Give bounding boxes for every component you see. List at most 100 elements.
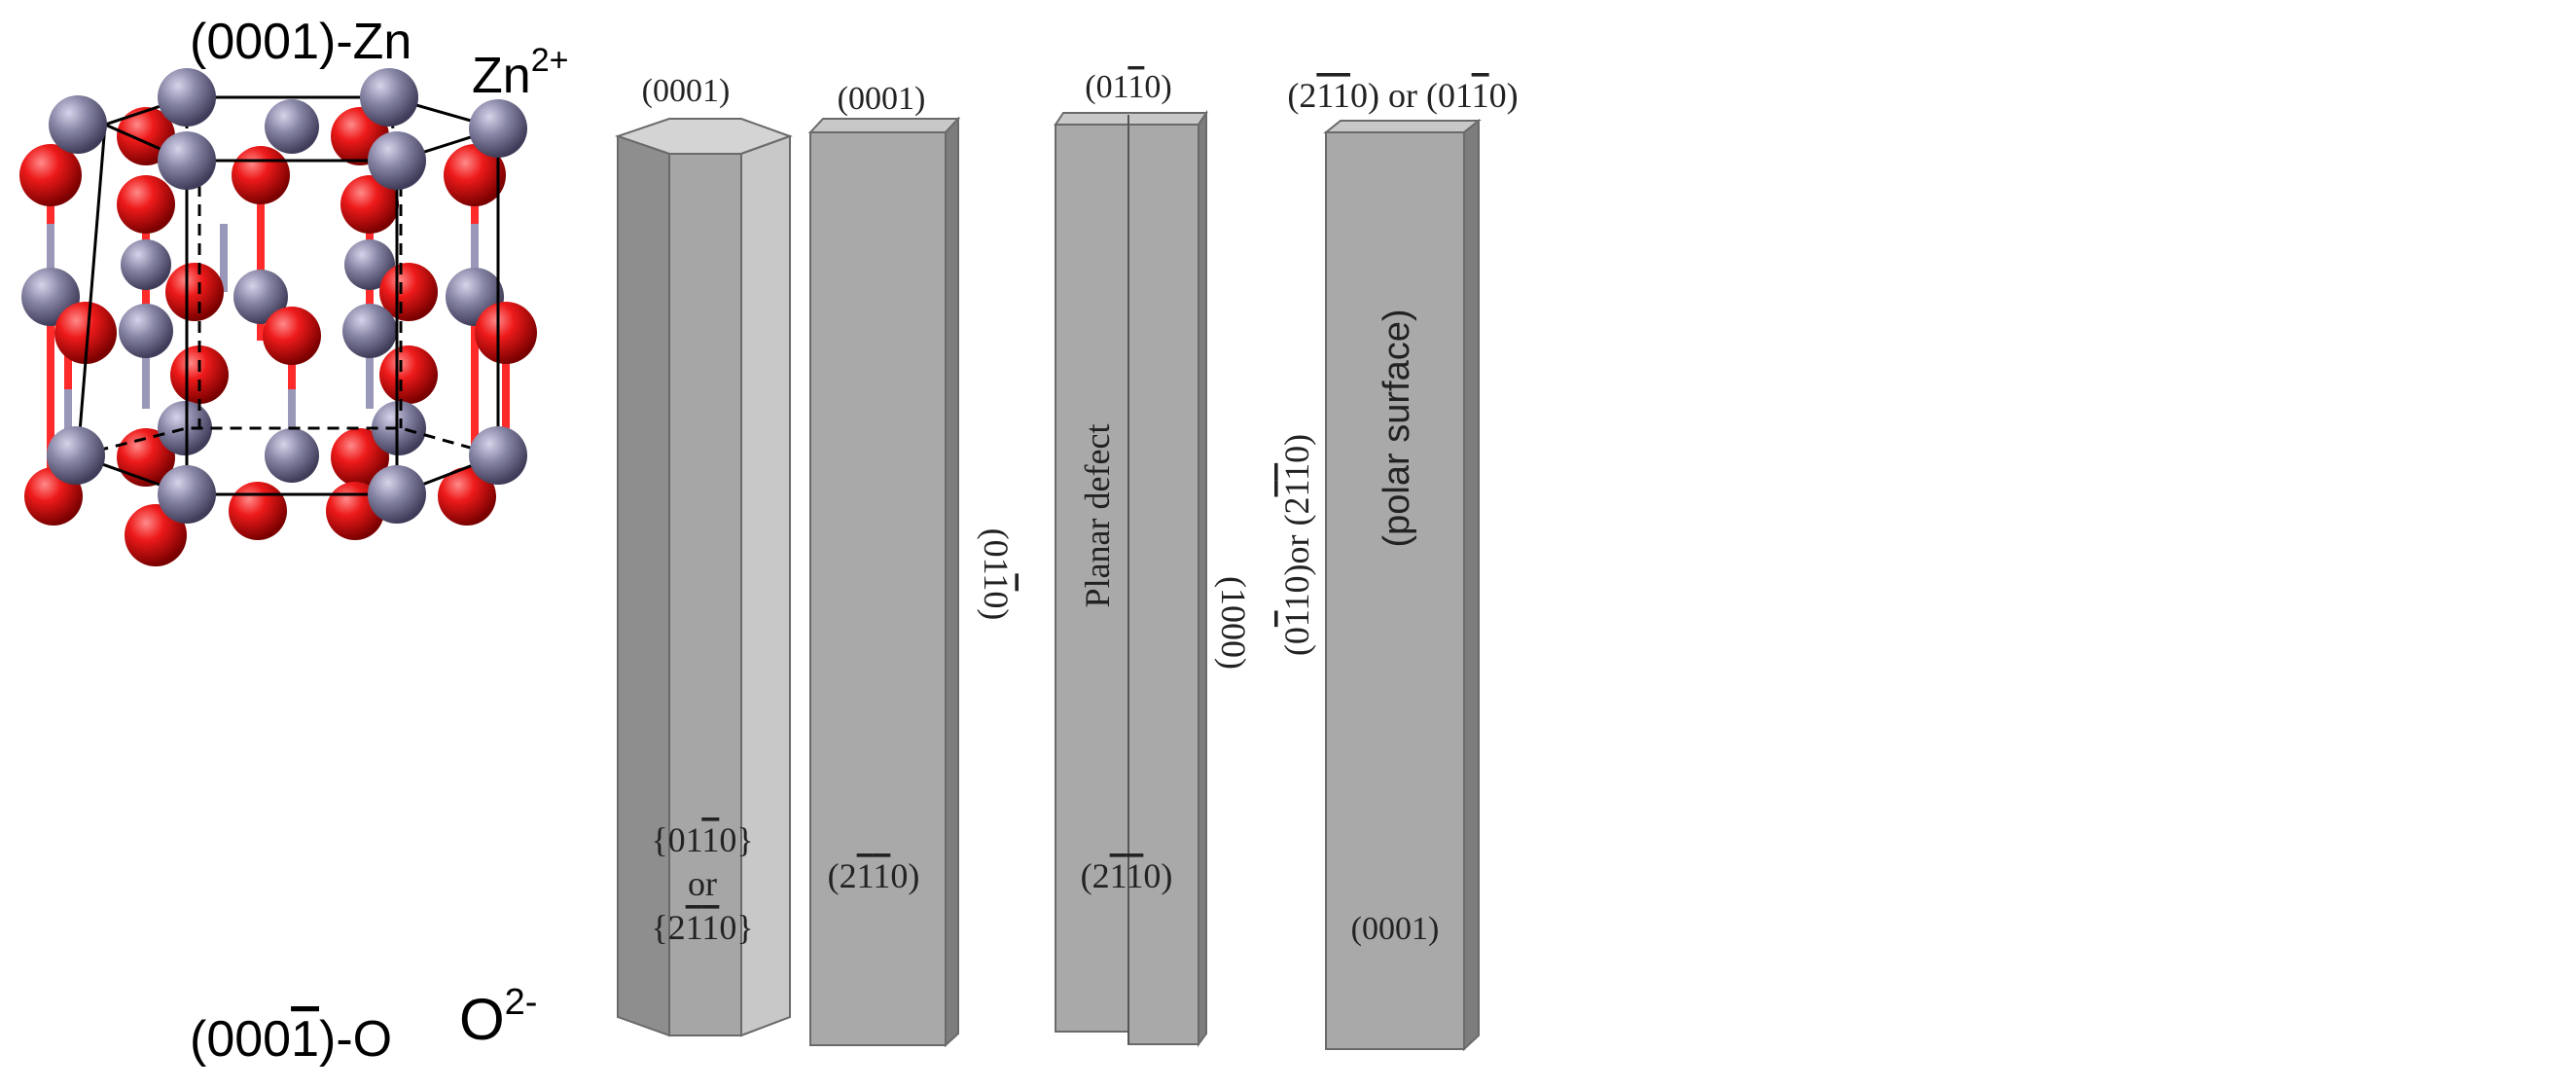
belt-side-face (945, 116, 959, 1048)
rod-face-or: or (688, 864, 717, 903)
polar-left-b3: 1 (1277, 463, 1316, 481)
zn-atom (121, 239, 171, 290)
zn-atom (360, 68, 418, 127)
zn-atom (344, 239, 395, 290)
o-atom (438, 467, 496, 526)
defect-side-label: (1000) (1214, 576, 1253, 670)
defect-front-a: (2 (1081, 856, 1110, 895)
belt-front-label: (2110) (828, 856, 920, 895)
hexagonal-rod: (0001) {0110} or {2110} (614, 73, 793, 1037)
o-atom (263, 307, 321, 365)
belt-side-a: (01 (977, 528, 1016, 574)
zn-atom (47, 426, 105, 485)
o-atom (340, 175, 399, 234)
zn-atom (265, 428, 319, 483)
nanobelt: (0001) (2110) (0110) (807, 81, 1016, 1048)
zn-atom (265, 99, 319, 154)
polar-left-label: (0110)or (2110) (1277, 434, 1316, 656)
rod-face-1c: 0} (719, 820, 753, 859)
wurtzite-crystal: (0001)-Zn Zn2+ (0001)-O O2- (19, 14, 568, 1068)
o-atom (165, 263, 224, 321)
zn-atom (158, 131, 216, 190)
zn-atom (342, 304, 397, 358)
o-atom (170, 345, 229, 404)
belt-front-end: 0) (890, 856, 919, 895)
defect-front-end: 0) (1143, 856, 1172, 895)
rod-left-face (617, 134, 670, 1037)
rod-face-1b: 1 (701, 820, 719, 859)
polar-front-face (1325, 131, 1465, 1050)
polar-top-b1: 1 (1316, 76, 1333, 115)
polar-top-mid: 0) or (01 (1350, 76, 1472, 115)
crystal-bottom-prefix: (000 (190, 1011, 291, 1068)
defect-top-label: (0110) (1085, 69, 1171, 105)
polar-top-label: (2110) or (0110) (1287, 76, 1518, 115)
zn-symbol: Zn (472, 48, 531, 104)
zn-atom (158, 465, 216, 524)
polar-left-end: 0) (1277, 434, 1316, 463)
o-atom (475, 302, 537, 364)
defect-belt: (0110) Planar defect (2110) (1000) (1054, 69, 1253, 1048)
defect-side-face (1198, 109, 1207, 1048)
rod-right-face (740, 134, 791, 1037)
zn-atom (372, 401, 426, 455)
zn-atom (119, 304, 173, 358)
o-atom (379, 263, 438, 321)
rod-center-face (668, 153, 742, 1036)
crystal-bottom-digit: 1 (291, 1011, 319, 1068)
polar-belt: (2110) or (0110) (0110)or (2110) (polar … (1277, 76, 1519, 1052)
polar-top-face (1323, 120, 1482, 133)
zn-ion-label: Zn2+ (472, 42, 568, 104)
rod-face-1a: {01 (651, 820, 701, 859)
o-symbol: O (459, 987, 505, 1052)
o-atom (331, 428, 389, 487)
defect-front-left (1055, 124, 1129, 1033)
o-atom (125, 504, 187, 566)
atoms-back (19, 99, 537, 566)
belt-front-face (809, 131, 947, 1046)
o-atom (54, 302, 117, 364)
polar-left-a: (0 (1277, 627, 1316, 656)
belt-top-label: (0001) (838, 81, 926, 117)
defect-top-end: 0) (1144, 69, 1171, 105)
zn-atom (49, 95, 107, 154)
crystal-bottom-label: (0001)-O (190, 1011, 392, 1068)
polar-top-b3: 1 (1472, 76, 1489, 115)
o-atom (232, 146, 290, 204)
polar-left-mid: 10)or (2 (1277, 497, 1316, 611)
polar-left-b1: 1 (1277, 610, 1316, 627)
polar-left-b2: 1 (1277, 481, 1316, 497)
zn-atom (368, 131, 426, 190)
defect-center-label: Planar defect (1078, 424, 1117, 608)
rod-face-label-2: {2110} (651, 908, 753, 947)
o-atom (117, 175, 175, 234)
crystal-bottom-suffix: )-O (319, 1011, 392, 1068)
belt-top-face (807, 118, 961, 133)
rod-face-2b: 1 (686, 908, 702, 947)
belt-side-label: (0110) (977, 528, 1016, 621)
defect-front-b2: 1 (1126, 856, 1143, 895)
rod-face-2d: 0} (719, 908, 753, 947)
polar-center-label: (polar surface) (1377, 309, 1417, 548)
belt-front-b1: 1 (857, 856, 874, 895)
o-atom (444, 144, 506, 206)
o-atom (229, 482, 287, 540)
zn-atom (469, 426, 527, 485)
polar-top-a: (2 (1287, 76, 1316, 115)
o-atom (117, 428, 175, 487)
zn-charge: 2+ (531, 42, 569, 79)
rod-face-2a: {2 (651, 908, 685, 947)
zn-atom (158, 401, 212, 455)
o-ion-label: O2- (459, 982, 537, 1052)
polar-top-b2: 1 (1333, 76, 1350, 115)
belt-side-b: 1 (977, 573, 1016, 591)
belt-front-a: (2 (828, 856, 857, 895)
polar-side-face (1463, 118, 1480, 1052)
zn-atom (233, 270, 288, 324)
rod-face-label-1: {0110} (651, 820, 753, 859)
defect-front-label: (2110) (1081, 856, 1173, 895)
polar-top-end: 0) (1489, 76, 1519, 115)
zn-atom (368, 465, 426, 524)
defect-top-b: 1 (1127, 69, 1144, 105)
